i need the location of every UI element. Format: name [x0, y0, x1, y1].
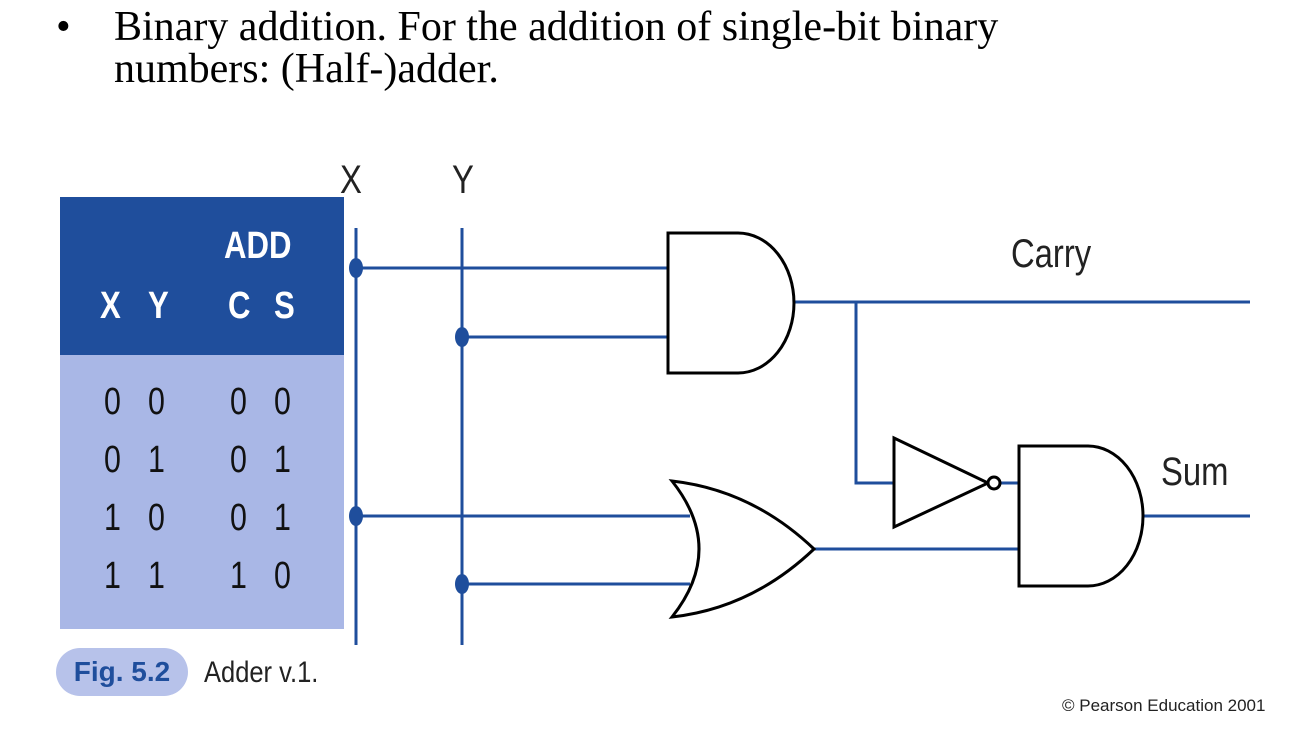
and-gate-sum: [1017, 444, 1145, 588]
wires: [354, 228, 1250, 645]
bullet-text-line-2: numbers: (Half-)adder.: [114, 46, 499, 92]
header-group-label: ADD: [224, 225, 292, 267]
cell-c: 0: [230, 497, 247, 539]
cell-x: 0: [104, 381, 121, 423]
input-x-label: X: [340, 158, 362, 202]
table-row: 1 0 0 1: [60, 493, 344, 543]
truth-table: ADD X Y C S 0 0 0 0 0 1 0 1 1 0 0 1 1 1 …: [60, 197, 344, 629]
junction-dots: [349, 258, 469, 594]
junction-dot: [349, 506, 363, 526]
figure-caption: Adder v.1.: [204, 656, 319, 689]
cell-y: 0: [148, 381, 165, 423]
cell-c: 0: [230, 381, 247, 423]
cell-y: 0: [148, 497, 165, 539]
cell-s: 0: [274, 555, 291, 597]
junction-dot: [455, 574, 469, 594]
column-header-x: X: [100, 285, 121, 327]
cell-s: 1: [274, 497, 291, 539]
wire-carry-to-not: [854, 302, 894, 485]
table-row: 1 1 1 0: [60, 551, 344, 601]
not-gate: [892, 435, 992, 530]
cell-c: 0: [230, 439, 247, 481]
column-header-c: C: [228, 285, 251, 327]
bullet-text-line-1: Binary addition. For the addition of sin…: [114, 4, 999, 50]
not-gate-bubble: [986, 475, 1002, 491]
sum-label: Sum: [1161, 450, 1229, 494]
junction-dot: [455, 327, 469, 347]
cell-c: 1: [230, 555, 247, 597]
bullet-text: Binary addition. For the addition of sin…: [114, 6, 1254, 90]
and-gate-carry: [666, 231, 796, 375]
figure-number-badge: Fig. 5.2: [56, 648, 188, 696]
cell-y: 1: [148, 439, 165, 481]
truth-table-body: 0 0 0 0 0 1 0 1 1 0 0 1 1 1 1 0: [60, 355, 344, 629]
cell-s: 1: [274, 439, 291, 481]
carry-label: Carry: [1011, 232, 1092, 276]
or-gate: [668, 479, 817, 619]
bullet-symbol: •: [56, 4, 71, 50]
cell-s: 0: [274, 381, 291, 423]
cell-y: 1: [148, 555, 165, 597]
copyright-notice: © Pearson Education 2001: [1062, 696, 1266, 715]
column-header-s: S: [274, 285, 295, 327]
cell-x: 1: [104, 497, 121, 539]
gates: [666, 231, 1145, 619]
table-row: 0 0 0 0: [60, 377, 344, 427]
cell-x: 0: [104, 439, 121, 481]
truth-table-header: ADD X Y C S: [60, 197, 344, 355]
input-y-label: Y: [452, 158, 474, 202]
cell-x: 1: [104, 555, 121, 597]
table-row: 0 1 0 1: [60, 435, 344, 485]
column-header-y: Y: [148, 285, 169, 327]
junction-dot: [349, 258, 363, 278]
